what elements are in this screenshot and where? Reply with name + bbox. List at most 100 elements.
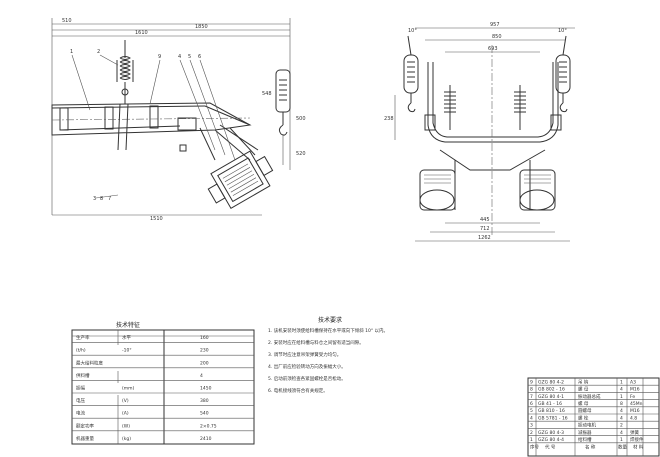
spec-table-title: 技术特征 — [116, 321, 140, 329]
notes-title: 技术要求 — [318, 316, 342, 324]
spec-row-label: 额定功率 — [76, 422, 94, 429]
spec-row-unit: (mm) — [122, 386, 135, 392]
parts-row-name: 螺 母 — [578, 400, 589, 407]
part-1: 1 — [70, 49, 73, 55]
parts-row-material: 焊接件 — [630, 436, 644, 443]
parts-row-code: GB 41 - 16 — [538, 401, 562, 407]
parts-row-code: GZG 80 4-1 — [538, 394, 564, 400]
parts-row-code: GZG 80 4-4 — [538, 437, 564, 443]
dim-1850: 1850 — [195, 24, 208, 30]
dim-1610: 1610 — [135, 30, 148, 36]
parts-row-qty: 4 — [620, 415, 623, 421]
spec-row-value: 160 — [200, 335, 209, 341]
parts-row-code: GB 802 - 16 — [538, 387, 565, 393]
parts-row-index: 6 — [530, 401, 533, 407]
spec-row-value: 2410 — [200, 436, 212, 442]
dim-957: 957 — [490, 22, 500, 28]
dim-238: 238 — [384, 116, 394, 122]
end-view: 957 850 693 10° 10° — [384, 22, 575, 242]
spec-row-label: 最大给料粒度 — [76, 359, 103, 366]
spec-row-value: 230 — [200, 348, 209, 354]
spec-row-unit: (V) — [122, 398, 129, 404]
parts-row-index: 9 — [530, 379, 533, 385]
parts-row-name: 螺 母 — [578, 386, 589, 393]
dim-10deg-right: 10° — [558, 28, 567, 34]
spec-row-unit: 水平 — [122, 334, 131, 341]
parts-row-name: 给料槽 — [578, 436, 592, 443]
spec-row-label: 供料槽 — [76, 372, 90, 379]
parts-row-material: A3 — [630, 379, 636, 385]
dim-548: 548 — [262, 91, 272, 97]
parts-row-index: 4 — [530, 415, 533, 421]
dim-510: 510 — [62, 18, 72, 24]
spec-table: 技术特征 — [71, 321, 255, 445]
spec-row-label: 振幅 — [76, 385, 85, 392]
dim-500: 500 — [296, 116, 306, 122]
spec-row-value: 1450 — [200, 386, 212, 392]
spec-row-value: 2×0.75 — [200, 423, 217, 429]
parts-row-name: 圆螺母 — [578, 407, 592, 414]
parts-row-code: GB 5781 - 16 — [538, 415, 568, 421]
note-item: 1. 该机安装时须使给料槽保持在水平或向下倾斜 10° 以内。 — [268, 327, 388, 334]
parts-row-index: 1 — [530, 437, 533, 443]
note-item: 2. 安装时应在给料槽与料仓之间留有适当间隙。 — [268, 339, 364, 346]
spec-row-unit: (kg) — [122, 436, 131, 442]
note-item: 4. 出厂前应检验转动方向及振幅大小。 — [268, 363, 346, 370]
parts-row-name: 螺 栓 — [578, 414, 589, 421]
side-view: 510 1610 1850 500 548 520 — [51, 18, 306, 222]
dim-10deg-left: 10° — [408, 28, 417, 34]
dim-520: 520 — [296, 151, 306, 157]
parts-header-cell: 代 号 — [545, 444, 556, 451]
part-6: 6 — [198, 54, 201, 60]
spec-row-unit: (A) — [122, 411, 129, 417]
notes-list: 1. 该机安装时须使给料槽保持在水平或向下倾斜 10° 以内。 2. 安装时应在给… — [268, 327, 388, 394]
parts-row-material: 45Mn — [630, 401, 643, 407]
spec-row-unit: -10° — [122, 348, 132, 354]
part-3: 3 — [93, 196, 96, 202]
parts-row-material: Fe — [630, 394, 635, 400]
part-9: 9 — [158, 54, 161, 60]
technical-notes: 技术要求 — [318, 316, 342, 324]
spec-row-value: 380 — [200, 398, 209, 404]
parts-row-index: 3 — [530, 423, 533, 429]
dim-693: 693 — [488, 46, 498, 52]
parts-row-qty: 1 — [620, 379, 623, 385]
dim-850: 850 — [492, 34, 502, 40]
parts-row-name: 吊 钩 — [578, 378, 589, 385]
parts-row-qty: 2 — [620, 423, 623, 429]
note-item: 6. 电机接线须符合有关规定。 — [268, 387, 328, 394]
parts-row-qty: 4 — [620, 430, 623, 436]
parts-row-material: 弹簧 — [630, 429, 639, 436]
dim-1262: 1262 — [478, 235, 491, 241]
parts-row-qty: 4 — [620, 387, 623, 393]
spec-row-value: 200 — [200, 360, 209, 366]
spec-row-value: 4 — [200, 373, 203, 379]
parts-row-material: 4.8 — [630, 415, 637, 421]
part-7: 7 — [108, 196, 111, 202]
parts-row-material: M16 — [630, 408, 640, 414]
part-4: 4 — [178, 54, 181, 60]
parts-row-code: GZG 80 4-2 — [538, 379, 564, 385]
part-8: 8 — [100, 196, 103, 202]
note-item: 5. 启动前须检查各紧固螺栓是否松动。 — [268, 375, 346, 382]
parts-row-material: M16 — [630, 387, 640, 393]
spec-row-label: 电压 — [76, 397, 85, 404]
parts-row-index: 7 — [530, 394, 533, 400]
spec-row-label: 生产率 — [76, 334, 90, 341]
parts-row-name: 振动器总成 — [578, 393, 601, 400]
parts-row-index: 8 — [530, 387, 533, 393]
parts-row-code: GZG 80 4-3 — [538, 430, 564, 436]
parts-row-qty: 1 — [620, 437, 623, 443]
spec-row-label: 电流 — [76, 410, 85, 417]
spec-row-value: 540 — [200, 411, 209, 417]
parts-row-qty: 8 — [620, 401, 623, 407]
parts-row-name: 减振器 — [578, 429, 592, 436]
parts-header-cell: 序号 — [530, 444, 539, 451]
spec-row-unit: (W) — [122, 423, 130, 429]
dim-712: 712 — [480, 226, 490, 232]
parts-header-cell: 数量 — [618, 444, 627, 451]
dim-445: 445 — [480, 217, 490, 223]
